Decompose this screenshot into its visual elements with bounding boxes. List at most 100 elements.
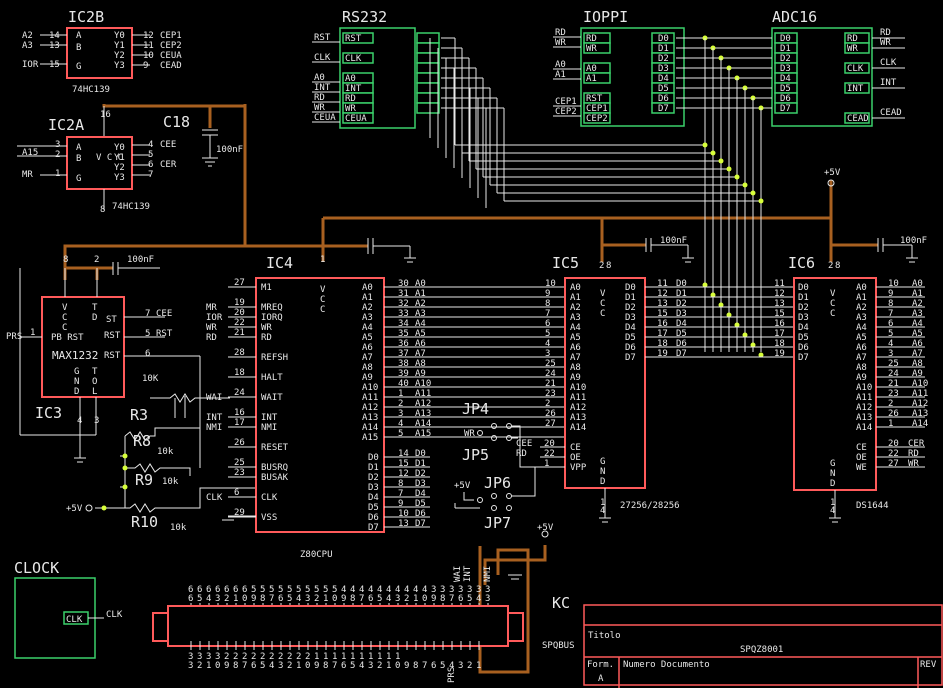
connector-pin-num: 3 [395,594,400,604]
connector-pin-num: 5 [467,594,472,604]
connector-pin-num: 3 [188,661,193,671]
connector-pin-num: 2 [224,652,229,662]
svg-text:C: C [600,309,605,319]
connector-pin-num: 6 [188,594,193,604]
connector-pin-num: 1 [206,661,211,671]
ic6-pin-a1: A1 [856,293,867,303]
svg-text:2: 2 [55,150,60,160]
adc16-data-d5: D5 [780,84,791,94]
ic5-pin-num: 1 [544,459,549,469]
ic6-pin-num: 11 [774,279,785,289]
ic6-net-a14: A14 [912,419,928,429]
junction-dot [758,352,764,358]
ic4-net-d3: D3 [415,479,426,489]
ic4-pin-a3: A3 [362,313,373,323]
ic5-pin-num: 2 [545,399,550,409]
connector-pin-num: 2 [305,652,310,662]
svg-text:13: 13 [49,41,60,51]
ic4-pin-int: INT [261,413,278,423]
ic4-pin-num: 30 [398,279,409,289]
ic6-net-a6: A6 [912,339,923,349]
ic5-net-d0: D0 [676,279,687,289]
ic5-pin-d2: D2 [625,303,636,313]
connector-pin-num: 6 [458,594,463,604]
ioppi-net: RD [555,28,566,38]
p5v-terminal: +5V [824,168,841,187]
ioppi-net: WR [555,38,566,48]
ic5-pin-a7: A7 [570,353,581,363]
svg-text:5: 5 [145,329,150,339]
ic4-pin-a4: A4 [362,323,373,333]
ic5-net-d3: D3 [676,309,687,319]
adc16-data-d3: D3 [780,64,791,74]
ic5-pin-num: 18 [657,339,668,349]
ic3-max1232: 8 2 VCC TD PB RST ST RST RST MAX1232 GND… [6,255,200,463]
svg-text:C18: C18 [163,113,190,131]
ic4-pin-d5: D5 [368,503,379,513]
svg-text:NMI: NMI [483,566,493,582]
ic2b-name: IC2B [68,8,104,26]
adc16-port-label: RD [847,34,858,44]
ic6-pin-d6: D6 [798,343,809,353]
ic4-net-a1: A1 [415,289,426,299]
adc16-net-rd: RD [880,28,891,38]
ic4-pin-busrq: BUSRQ [261,463,288,473]
svg-text:8: 8 [835,261,840,271]
ic6-pin-num: 17 [774,329,785,339]
connector-pin-num: 4 [359,585,364,595]
svg-text:12: 12 [143,31,154,41]
rs232-data-port [416,62,440,74]
connector-pin-num: 3 [305,594,310,604]
ic5-pin-a5: A5 [570,333,581,343]
ic6-pin-a3: A3 [856,313,867,323]
ic6-net-a13: A13 [912,409,928,419]
ioppi-data-d2: D2 [658,54,669,64]
svg-text:3: 3 [55,140,60,150]
ic4-pin-num: 26 [234,438,245,448]
connector-pin-num: 5 [314,585,319,595]
svg-text:N: N [600,467,605,477]
ic4-pin-num: 34 [398,319,409,329]
ic6-pin-a9: A9 [856,373,867,383]
svg-text:Y0: Y0 [114,143,125,153]
connector-pin-num: 4 [359,661,364,671]
svg-text:10k: 10k [157,447,174,457]
svg-text:PB RST: PB RST [51,333,84,343]
connector-pin-num: 2 [233,652,238,662]
ic6-pin-num: 2 [888,399,893,409]
connector-pin-num: 4 [296,594,301,604]
jumpers: JP4 JP5 JP6 JP7 WR +5V [454,400,540,532]
rs232-port [342,32,374,44]
svg-text:REV: REV [920,660,937,670]
svg-text:+5V: +5V [824,168,841,178]
svg-text:DS1644: DS1644 [856,501,889,511]
ic6-pin-d5: D5 [798,333,809,343]
connector-pin-num: 4 [404,585,409,595]
ic5-pin-num: 25 [545,359,556,369]
svg-text:C: C [830,309,835,319]
ic4-net-mr: MR [206,303,217,313]
ic4-pin-a6: A6 [362,343,373,353]
ic5-pin-a12: A12 [570,403,586,413]
adc16-data-d0: D0 [780,34,791,44]
ic4-pin-a11: A11 [362,393,378,403]
connector-pin-num: 2 [287,652,292,662]
ic5-pin-num: 15 [657,309,668,319]
connector-pin-num: 4 [386,585,391,595]
connector-pin-num: 9 [314,661,319,671]
ic4-pin-num: 28 [234,348,245,358]
ic4-net-a8: A8 [415,359,426,369]
connector-pin-num: 0 [332,594,337,604]
ic5-net-d4: D4 [676,319,687,329]
svg-text:7: 7 [145,309,150,319]
spqbus-connector: 6665646362616059585756555453525150494847… [152,565,575,683]
svg-text:10k: 10k [162,477,179,487]
adc16-data-port [774,102,798,114]
svg-text:8: 8 [100,205,105,215]
svg-text:11: 11 [143,41,154,51]
ic5-net: RD [516,449,527,459]
connector-pin-num: 1 [413,594,418,604]
ic4-net-a2: A2 [415,299,426,309]
